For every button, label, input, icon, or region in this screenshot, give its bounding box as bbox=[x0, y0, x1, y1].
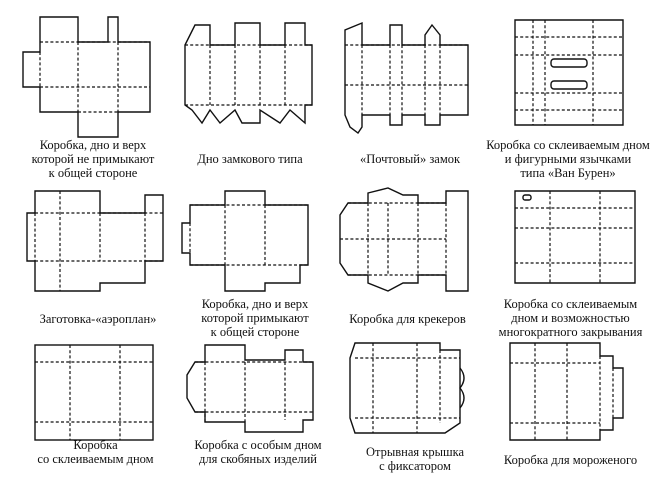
diagram-postal-lock bbox=[340, 15, 480, 140]
caption-d11: Отрывная крышка с фиксатором bbox=[340, 445, 490, 473]
dieline-figure bbox=[514, 19, 624, 126]
dieline-figure bbox=[34, 344, 154, 441]
caption-line: Коробка bbox=[73, 438, 118, 452]
caption-d3: «Почтовый» замок bbox=[340, 152, 480, 166]
caption-d10: Коробка с особым дном для скобяных издел… bbox=[178, 438, 338, 466]
caption-d4: Коробка со склеиваемым дном и фигурными … bbox=[478, 138, 658, 180]
caption-line: к общей стороне bbox=[210, 325, 300, 339]
dieline-figure bbox=[349, 342, 465, 434]
diagram-cracker-box bbox=[338, 183, 478, 298]
caption-line: которой не примыкают bbox=[31, 152, 155, 166]
caption-line: которой примыкают bbox=[201, 311, 309, 325]
dieline-figure bbox=[184, 22, 313, 125]
diagram-box-top-bottom-opposite bbox=[18, 12, 168, 182]
caption-d12: Коробка для мороженого bbox=[478, 453, 663, 467]
dieline-figure bbox=[339, 187, 469, 292]
caption-line: дном и возможностью bbox=[511, 311, 630, 325]
diagram-airplane-blank bbox=[25, 183, 175, 298]
caption-line: Коробка для мороженого bbox=[503, 453, 638, 467]
dieline-figure bbox=[26, 190, 164, 292]
caption-line: с фиксатором bbox=[379, 459, 451, 473]
diagram-box-top-bottom-adjacent bbox=[180, 183, 330, 298]
caption-d5: Заготовка-«аэроплан» bbox=[18, 312, 178, 326]
diagram-reclosable bbox=[505, 183, 650, 293]
caption-line: типа «Ван Бурен» bbox=[520, 166, 616, 180]
caption-d7: Коробка для крекеров bbox=[335, 312, 480, 326]
caption-line: Коробка со склеиваемым дном bbox=[486, 138, 650, 152]
diagram-lock-bottom bbox=[180, 15, 320, 135]
caption-line: Заготовка-«аэроплан» bbox=[39, 312, 157, 326]
dieline-figure bbox=[514, 190, 636, 284]
caption-d6: Коробка, дно и верх которой примыкают к … bbox=[175, 297, 335, 339]
caption-line: Коробка с особым дном bbox=[194, 438, 322, 452]
caption-d9: Коробка со склеиваемым дном bbox=[18, 438, 173, 466]
caption-d8: Коробка со склеиваемым дном и возможност… bbox=[478, 297, 663, 339]
caption-line: многократного закрывания bbox=[498, 325, 643, 339]
caption-line: для скобяных изделий bbox=[199, 452, 317, 466]
caption-line: Коробка со склеиваемым bbox=[503, 297, 638, 311]
caption-line: и фигурными язычками bbox=[504, 152, 632, 166]
dieline-figure bbox=[509, 342, 624, 441]
caption-line: Отрывная крышка bbox=[365, 445, 465, 459]
dieline-figure bbox=[22, 16, 151, 138]
caption-line: Коробка для крекеров bbox=[349, 312, 466, 326]
caption-line: Коробка, дно и верх bbox=[39, 138, 147, 152]
caption-line: Дно замкового типа bbox=[197, 152, 303, 166]
caption-d1: Коробка, дно и верх которой не примыкают… bbox=[18, 138, 168, 180]
caption-d2: Дно замкового типа bbox=[180, 152, 320, 166]
dieline-figure bbox=[181, 190, 309, 292]
caption-line: со склеиваемым дном bbox=[37, 452, 154, 466]
dieline-figure bbox=[186, 344, 314, 433]
diagram-ice-cream-box bbox=[505, 338, 650, 446]
caption-line: к общей стороне bbox=[48, 166, 138, 180]
diagram-hardware-box bbox=[185, 340, 330, 440]
caption-line: «Почтовый» замок bbox=[359, 152, 461, 166]
diagram-tear-lid bbox=[345, 338, 485, 440]
diagram-van-buren bbox=[505, 15, 645, 140]
dieline-figure bbox=[344, 21, 469, 135]
diagram-glued-bottom bbox=[25, 340, 165, 455]
caption-line: Коробка, дно и верх bbox=[201, 297, 309, 311]
